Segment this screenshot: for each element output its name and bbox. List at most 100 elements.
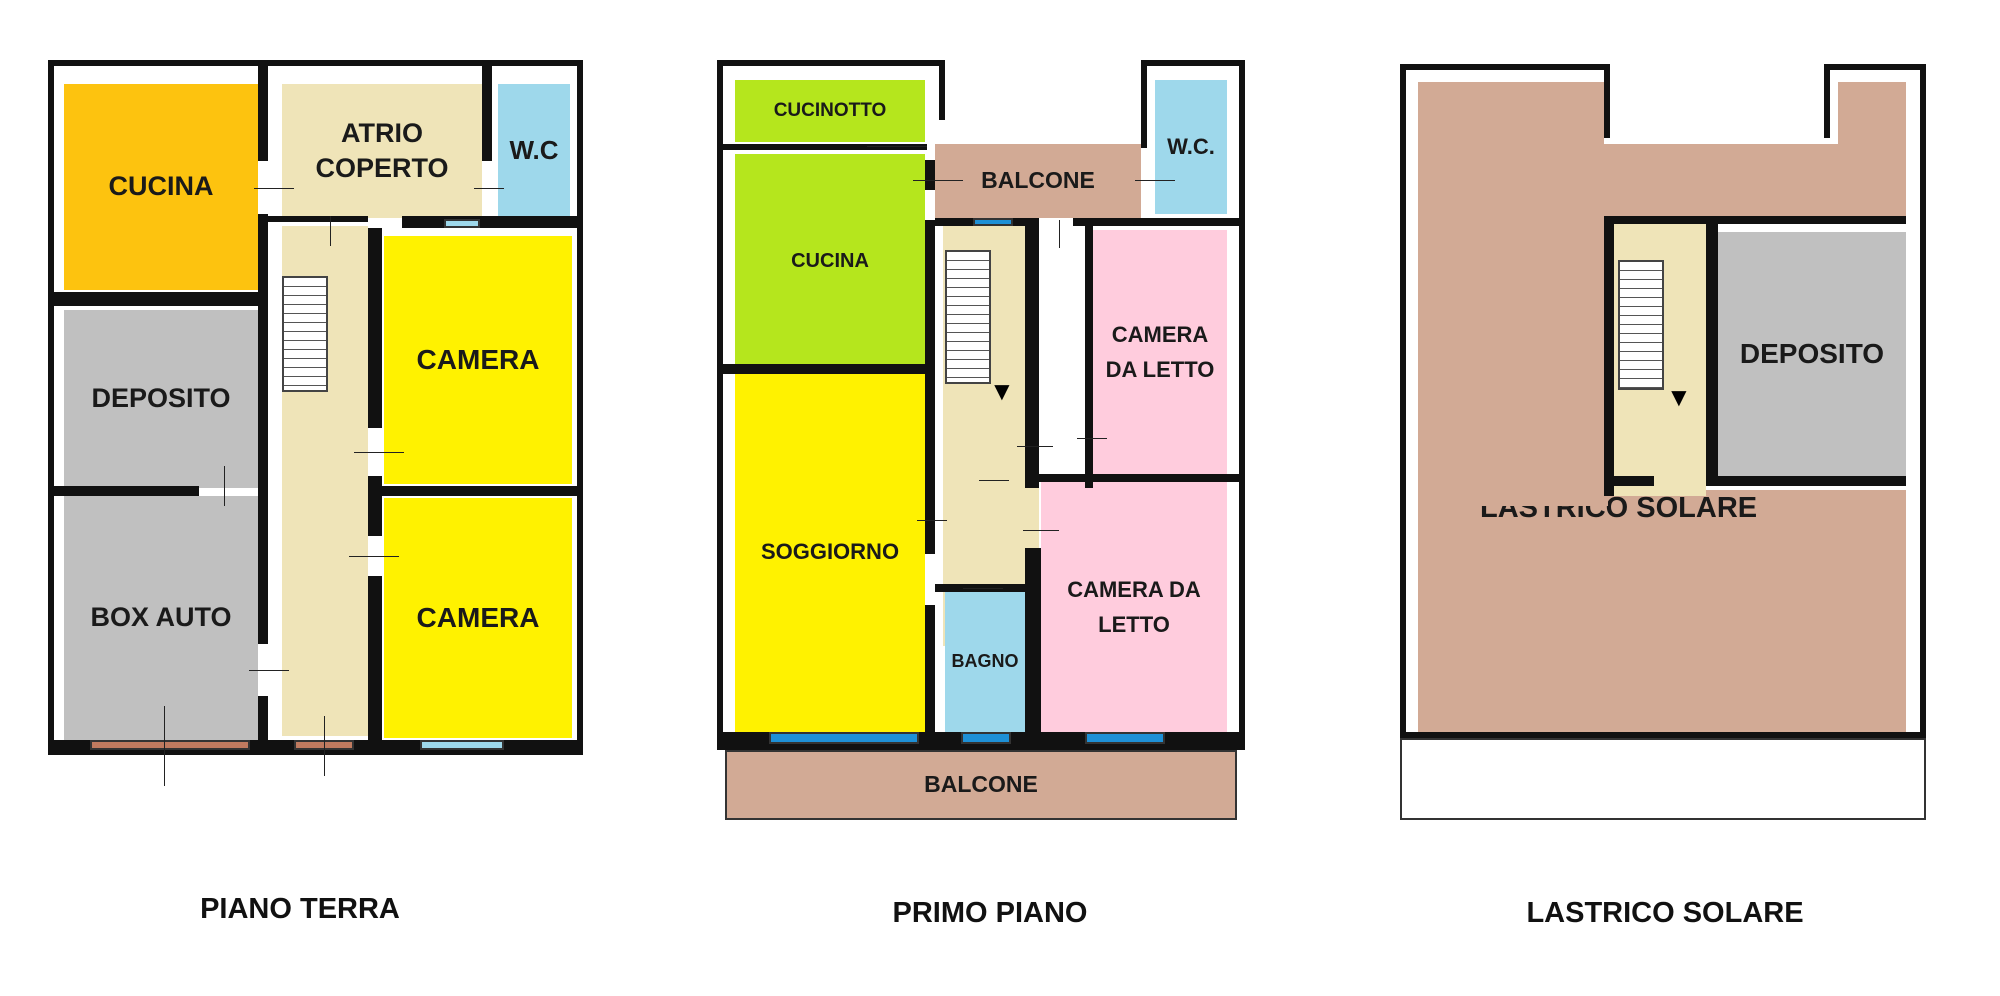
wall xyxy=(54,292,268,306)
room-label: CUCINOTTO xyxy=(773,99,887,121)
room-wc: W.C xyxy=(498,84,570,218)
ground-floor-plan: CUCINA ATRIO COPERTO W.C DEPOSITO CAMERA… xyxy=(48,60,583,786)
wall xyxy=(368,228,382,428)
window xyxy=(973,218,1013,226)
room-label: DEPOSITO xyxy=(1739,337,1885,369)
door-mark xyxy=(164,706,165,786)
room-lastrico-top-right xyxy=(1838,82,1906,216)
wall xyxy=(717,60,945,66)
room-label: CAMERA DA LETTO xyxy=(1105,321,1215,382)
wall xyxy=(1706,476,1906,486)
room-cucina: CUCINA xyxy=(735,154,925,368)
room-label: CUCINA xyxy=(791,250,869,272)
wall xyxy=(925,605,935,750)
room-lastrico-left xyxy=(1418,216,1608,506)
room-label: W.C xyxy=(509,135,559,166)
window xyxy=(1085,732,1165,744)
wall xyxy=(939,60,945,120)
wall xyxy=(1025,474,1239,482)
door-mark xyxy=(254,188,294,189)
room-camera-da-letto-1: CAMERA DA LETTO xyxy=(1093,230,1227,474)
room-label: BALCONE xyxy=(924,771,1038,798)
wall xyxy=(717,364,927,374)
room-cucinotto: CUCINOTTO xyxy=(735,80,925,142)
door-mark xyxy=(963,588,1003,589)
room-label: CAMERA xyxy=(416,601,540,633)
door-mark xyxy=(913,180,963,181)
room-label: ATRIO COPERTO xyxy=(315,117,449,183)
stairs xyxy=(1618,260,1664,390)
room-bagno: BAGNO xyxy=(945,592,1025,732)
wall xyxy=(1604,216,1906,224)
caption-roof: LASTRICO SOLARE xyxy=(1526,897,1804,929)
wall xyxy=(1706,224,1718,484)
wall xyxy=(368,576,382,751)
window xyxy=(444,219,480,228)
door-mark xyxy=(474,188,504,189)
wall xyxy=(1824,64,1926,70)
room-label: W.C. xyxy=(1167,133,1215,159)
wall xyxy=(925,220,935,554)
room-balcone-top: BALCONE xyxy=(935,144,1141,218)
wall xyxy=(1604,216,1614,496)
wall xyxy=(1239,60,1245,750)
room-soggiorno: SOGGIORNO xyxy=(735,372,925,732)
door-mark xyxy=(349,556,399,557)
door-mark xyxy=(224,466,225,506)
room-wc: W.C. xyxy=(1155,80,1227,214)
wall xyxy=(268,216,368,222)
first-floor-plan: CUCINOTTO BALCONE W.C. CUCINA ▼ CAMERA D… xyxy=(717,60,1245,820)
stair-arrow-icon: ▼ xyxy=(989,376,1015,406)
wall xyxy=(1920,64,1926,750)
door-mark xyxy=(249,670,289,671)
door-mark xyxy=(1135,180,1175,181)
room-label: CAMERA xyxy=(416,343,540,375)
door-mark xyxy=(917,520,947,521)
wall xyxy=(1400,732,1926,738)
wall xyxy=(258,696,268,751)
window xyxy=(961,732,1011,744)
wall xyxy=(482,66,492,161)
wall xyxy=(1141,60,1245,66)
room-cucina: CUCINA xyxy=(64,84,258,290)
stairs xyxy=(945,250,991,384)
wall xyxy=(368,476,382,536)
window xyxy=(90,740,250,750)
window xyxy=(420,740,504,750)
stair-arrow-icon: ▼ xyxy=(1666,382,1692,412)
window xyxy=(769,732,919,744)
room-atrio: ATRIO COPERTO xyxy=(282,84,482,218)
room-lastrico-solare: LASTRICO SOLARE xyxy=(1418,490,1906,732)
wall xyxy=(258,66,268,161)
wall xyxy=(925,160,935,190)
room-balcone-bottom: BALCONE xyxy=(725,750,1237,820)
door-mark xyxy=(1023,530,1059,531)
room-label: SOGGIORNO xyxy=(760,538,900,564)
roof-plan: LASTRICO SOLARE ▼ DEPOSITO xyxy=(1400,60,1926,830)
room-box-auto: BOX AUTO xyxy=(64,496,258,740)
room-label: BAGNO xyxy=(951,651,1019,672)
wall xyxy=(1085,218,1093,488)
wall xyxy=(1400,64,1406,750)
wall xyxy=(54,486,199,496)
room-label: CAMERA DA LETTO xyxy=(1067,576,1201,637)
wall xyxy=(402,216,579,228)
wall xyxy=(1614,476,1654,486)
wall xyxy=(382,486,579,496)
wall xyxy=(717,144,927,150)
wall xyxy=(1604,64,1610,138)
wall xyxy=(1141,60,1147,148)
door-mark xyxy=(330,216,331,246)
room-label: DEPOSITO xyxy=(91,383,231,414)
room-label: CUCINA xyxy=(108,171,214,202)
room-camera-1: CAMERA xyxy=(384,236,572,484)
parapet xyxy=(1400,738,1926,820)
room-camera-2: CAMERA xyxy=(384,498,572,738)
room-deposito: DEPOSITO xyxy=(1718,232,1906,476)
wall xyxy=(1824,64,1830,138)
caption-first-floor: PRIMO PIANO xyxy=(892,897,1088,929)
caption-ground-floor: PIANO TERRA xyxy=(200,893,400,925)
stairs xyxy=(282,276,328,392)
door-mark xyxy=(354,452,404,453)
wall xyxy=(1025,218,1039,488)
